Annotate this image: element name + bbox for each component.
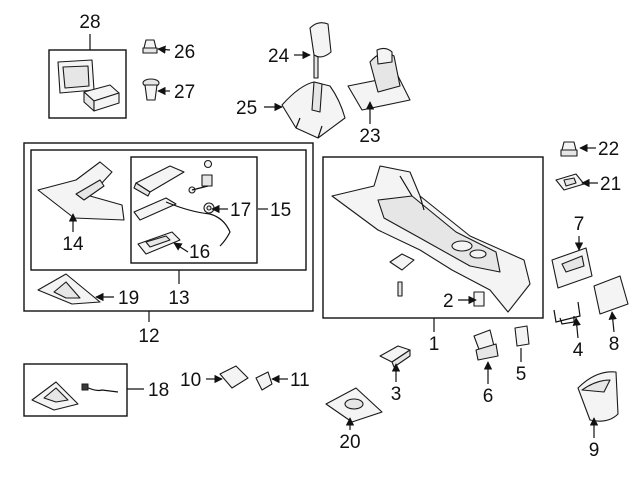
callout-23: 23 (359, 126, 380, 147)
callout-15: 15 (270, 200, 291, 221)
box-15 (130, 156, 258, 264)
callout-7: 7 (574, 214, 585, 235)
part-15-harness (133, 197, 231, 247)
callout-16: 16 (189, 242, 210, 263)
callout-2: 2 (443, 291, 454, 312)
callout-26: 26 (174, 42, 195, 63)
callout-3: 3 (391, 384, 402, 405)
part-16-switch (137, 231, 181, 255)
part-23-boot-assembly (347, 47, 411, 111)
callout-13: 13 (168, 288, 189, 309)
part-15-housing (133, 165, 185, 197)
callout-6: 6 (483, 386, 494, 407)
box-28 (48, 49, 127, 119)
leader-lines (68, 34, 617, 438)
callout-11: 11 (290, 370, 310, 391)
box-12 (23, 142, 314, 312)
callout-28: 28 (79, 12, 100, 33)
part-21-bracket (555, 173, 585, 191)
part-25-shift-boot (281, 81, 346, 139)
callout-10: 10 (180, 370, 201, 391)
callout-8: 8 (609, 334, 620, 355)
part-27-clip (142, 78, 160, 101)
callout-9: 9 (589, 440, 600, 461)
box-13 (30, 149, 307, 271)
callout-1: 1 (429, 334, 440, 355)
part-11-clip (255, 371, 273, 391)
part-9-side-panel (577, 371, 619, 422)
part-15-bulbs (188, 159, 213, 194)
callout-labels: 28 26 27 24 25 23 14 17 15 16 19 13 12 2… (62, 12, 621, 461)
part-10-bracket (219, 365, 249, 389)
callout-18: 18 (148, 380, 169, 401)
callout-4: 4 (573, 340, 584, 361)
part-14-trim-bezel (37, 161, 125, 221)
part-1-center-console (331, 165, 531, 313)
part-22-clip (560, 141, 578, 157)
part-3-bracket (379, 345, 411, 368)
callout-24: 24 (268, 46, 290, 67)
part-6-clip (473, 329, 499, 361)
part-1-fastener (389, 253, 415, 297)
part-26-clip (142, 39, 158, 54)
callout-5: 5 (516, 364, 527, 385)
callout-17: 17 (230, 200, 251, 221)
callout-21: 21 (600, 174, 621, 195)
callout-27: 27 (174, 82, 195, 103)
part-5-pad (514, 325, 530, 347)
callout-22: 22 (598, 139, 619, 160)
callout-25: 25 (236, 98, 257, 119)
part-7-cover (551, 247, 593, 289)
part-24-shift-knob (309, 22, 332, 79)
part-2-bracket (473, 291, 485, 307)
part-8-pad (593, 275, 629, 315)
part-20-tray (325, 387, 383, 423)
callout-19: 19 (118, 288, 139, 309)
callout-12: 12 (138, 326, 159, 347)
callout-20: 20 (339, 432, 360, 453)
box-1 (322, 156, 544, 319)
part-17-socket (203, 202, 215, 214)
part-18-tray (31, 381, 119, 411)
part-19-bezel (37, 273, 101, 305)
callout-14: 14 (62, 234, 84, 255)
box-18 (23, 363, 128, 417)
part-28-display (57, 59, 120, 112)
